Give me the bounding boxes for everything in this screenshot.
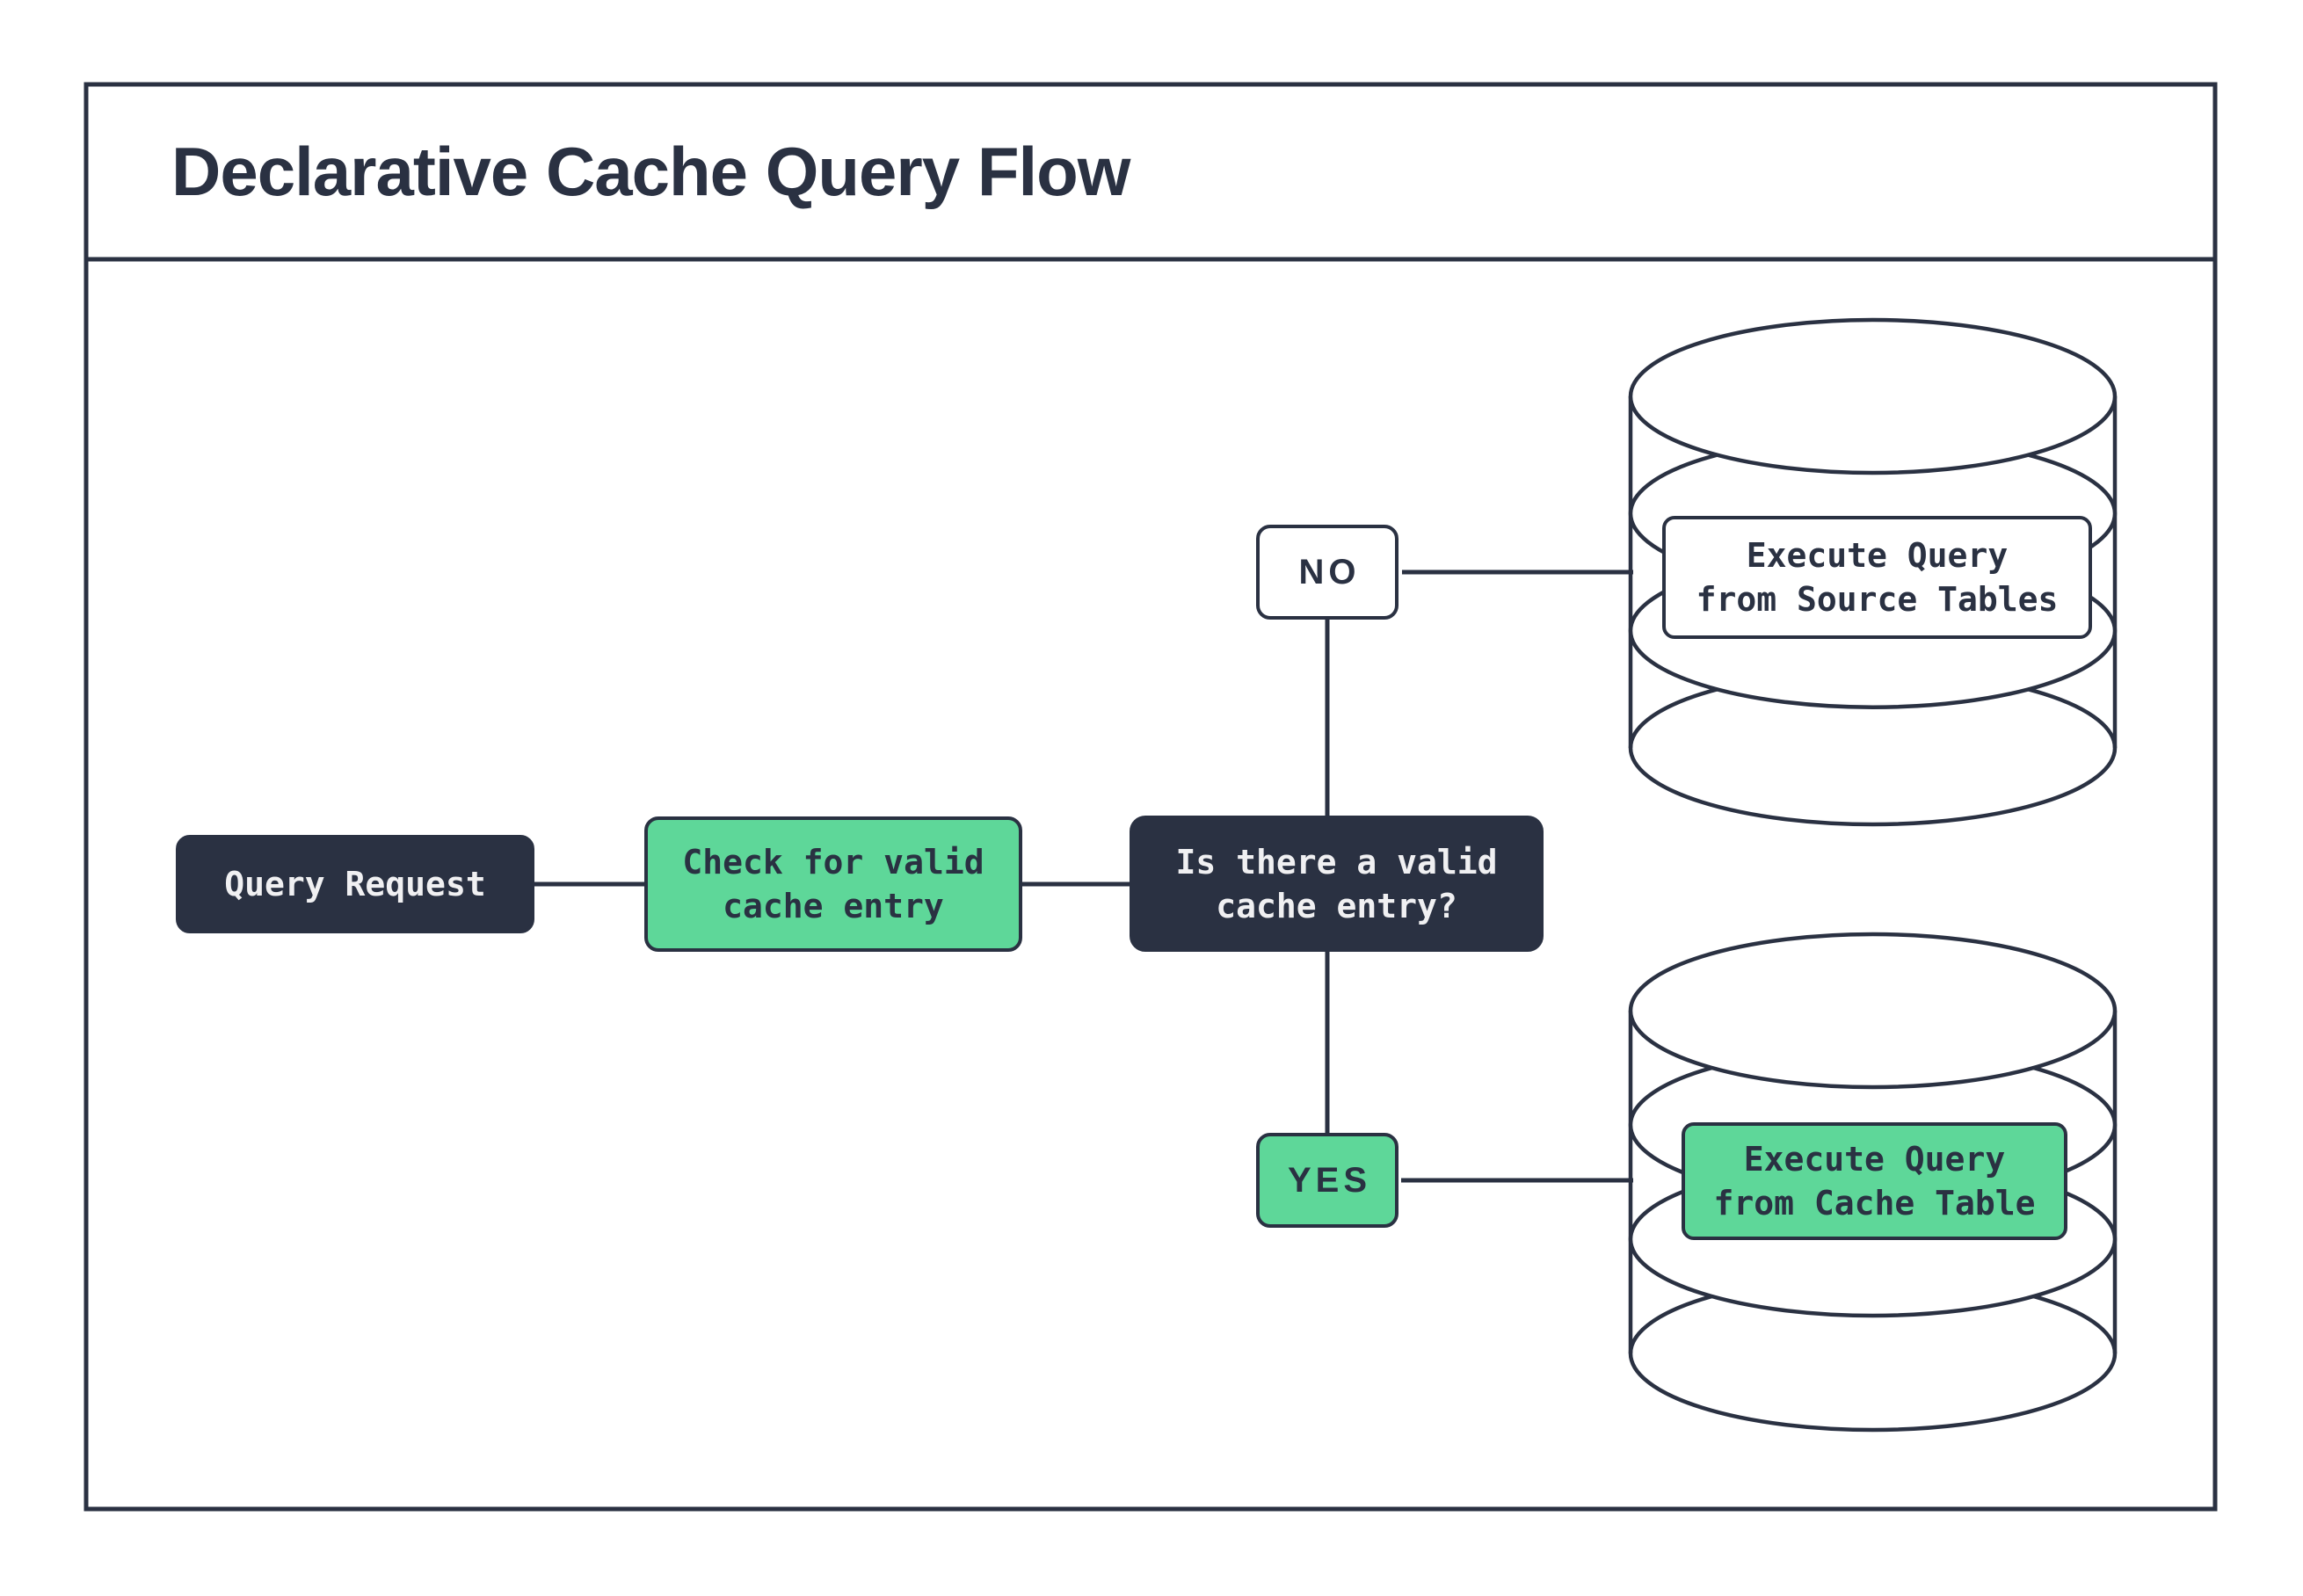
flow-node-decision: Is there a valid cache entry? (1130, 816, 1544, 952)
flow-node-query-request: Query Request (176, 835, 534, 933)
branch-label-no-text: NO (1298, 553, 1361, 591)
page-title: Declarative Cache Query Flow (171, 133, 1130, 210)
flow-node-execute-source: Execute Query from Source Tables (1662, 516, 2092, 639)
flow-node-execute-cache-label: Execute Query from Cache Table (1713, 1140, 2036, 1222)
flow-node-query-request-label: Query Request (224, 865, 486, 903)
diagram-frame (84, 82, 2218, 1512)
branch-label-yes: YES (1256, 1133, 1399, 1228)
branch-label-no: NO (1256, 525, 1399, 620)
flow-node-check-cache-label: Check for valid cache entry (682, 843, 984, 925)
flow-node-decision-label: Is there a valid cache entry? (1175, 842, 1498, 925)
flow-node-check-cache: Check for valid cache entry (644, 816, 1022, 952)
branch-label-yes-text: YES (1287, 1161, 1372, 1200)
flow-node-execute-cache: Execute Query from Cache Table (1682, 1122, 2067, 1240)
flow-node-execute-source-label: Execute Query from Source Tables (1696, 536, 2059, 619)
